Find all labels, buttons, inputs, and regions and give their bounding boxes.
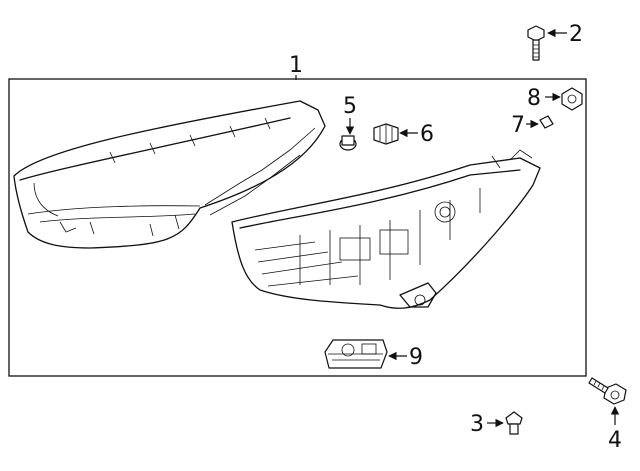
control-module-part-9 bbox=[324, 339, 388, 369]
bolt-part-4 bbox=[588, 377, 627, 405]
callout-5: 5 bbox=[343, 94, 357, 119]
bulb-part-7 bbox=[539, 115, 554, 129]
callout-1: 1 bbox=[289, 53, 303, 78]
headlamp-lens-housing bbox=[13, 100, 326, 249]
assembly-frame bbox=[8, 78, 587, 377]
headlamp-rear-housing bbox=[231, 149, 541, 309]
callout-2: 2 bbox=[569, 22, 583, 47]
callout-6: 6 bbox=[420, 122, 434, 147]
bulb-part-5 bbox=[339, 135, 357, 151]
callout-8: 8 bbox=[527, 86, 541, 111]
callout-7: 7 bbox=[511, 113, 525, 138]
callout-3: 3 bbox=[470, 412, 484, 437]
bolt-part-2 bbox=[527, 25, 545, 61]
callout-9: 9 bbox=[409, 345, 423, 370]
socket-part-8 bbox=[561, 87, 583, 111]
callout-4: 4 bbox=[608, 428, 622, 453]
clip-part-3 bbox=[505, 411, 523, 435]
socket-part-6 bbox=[373, 123, 399, 145]
